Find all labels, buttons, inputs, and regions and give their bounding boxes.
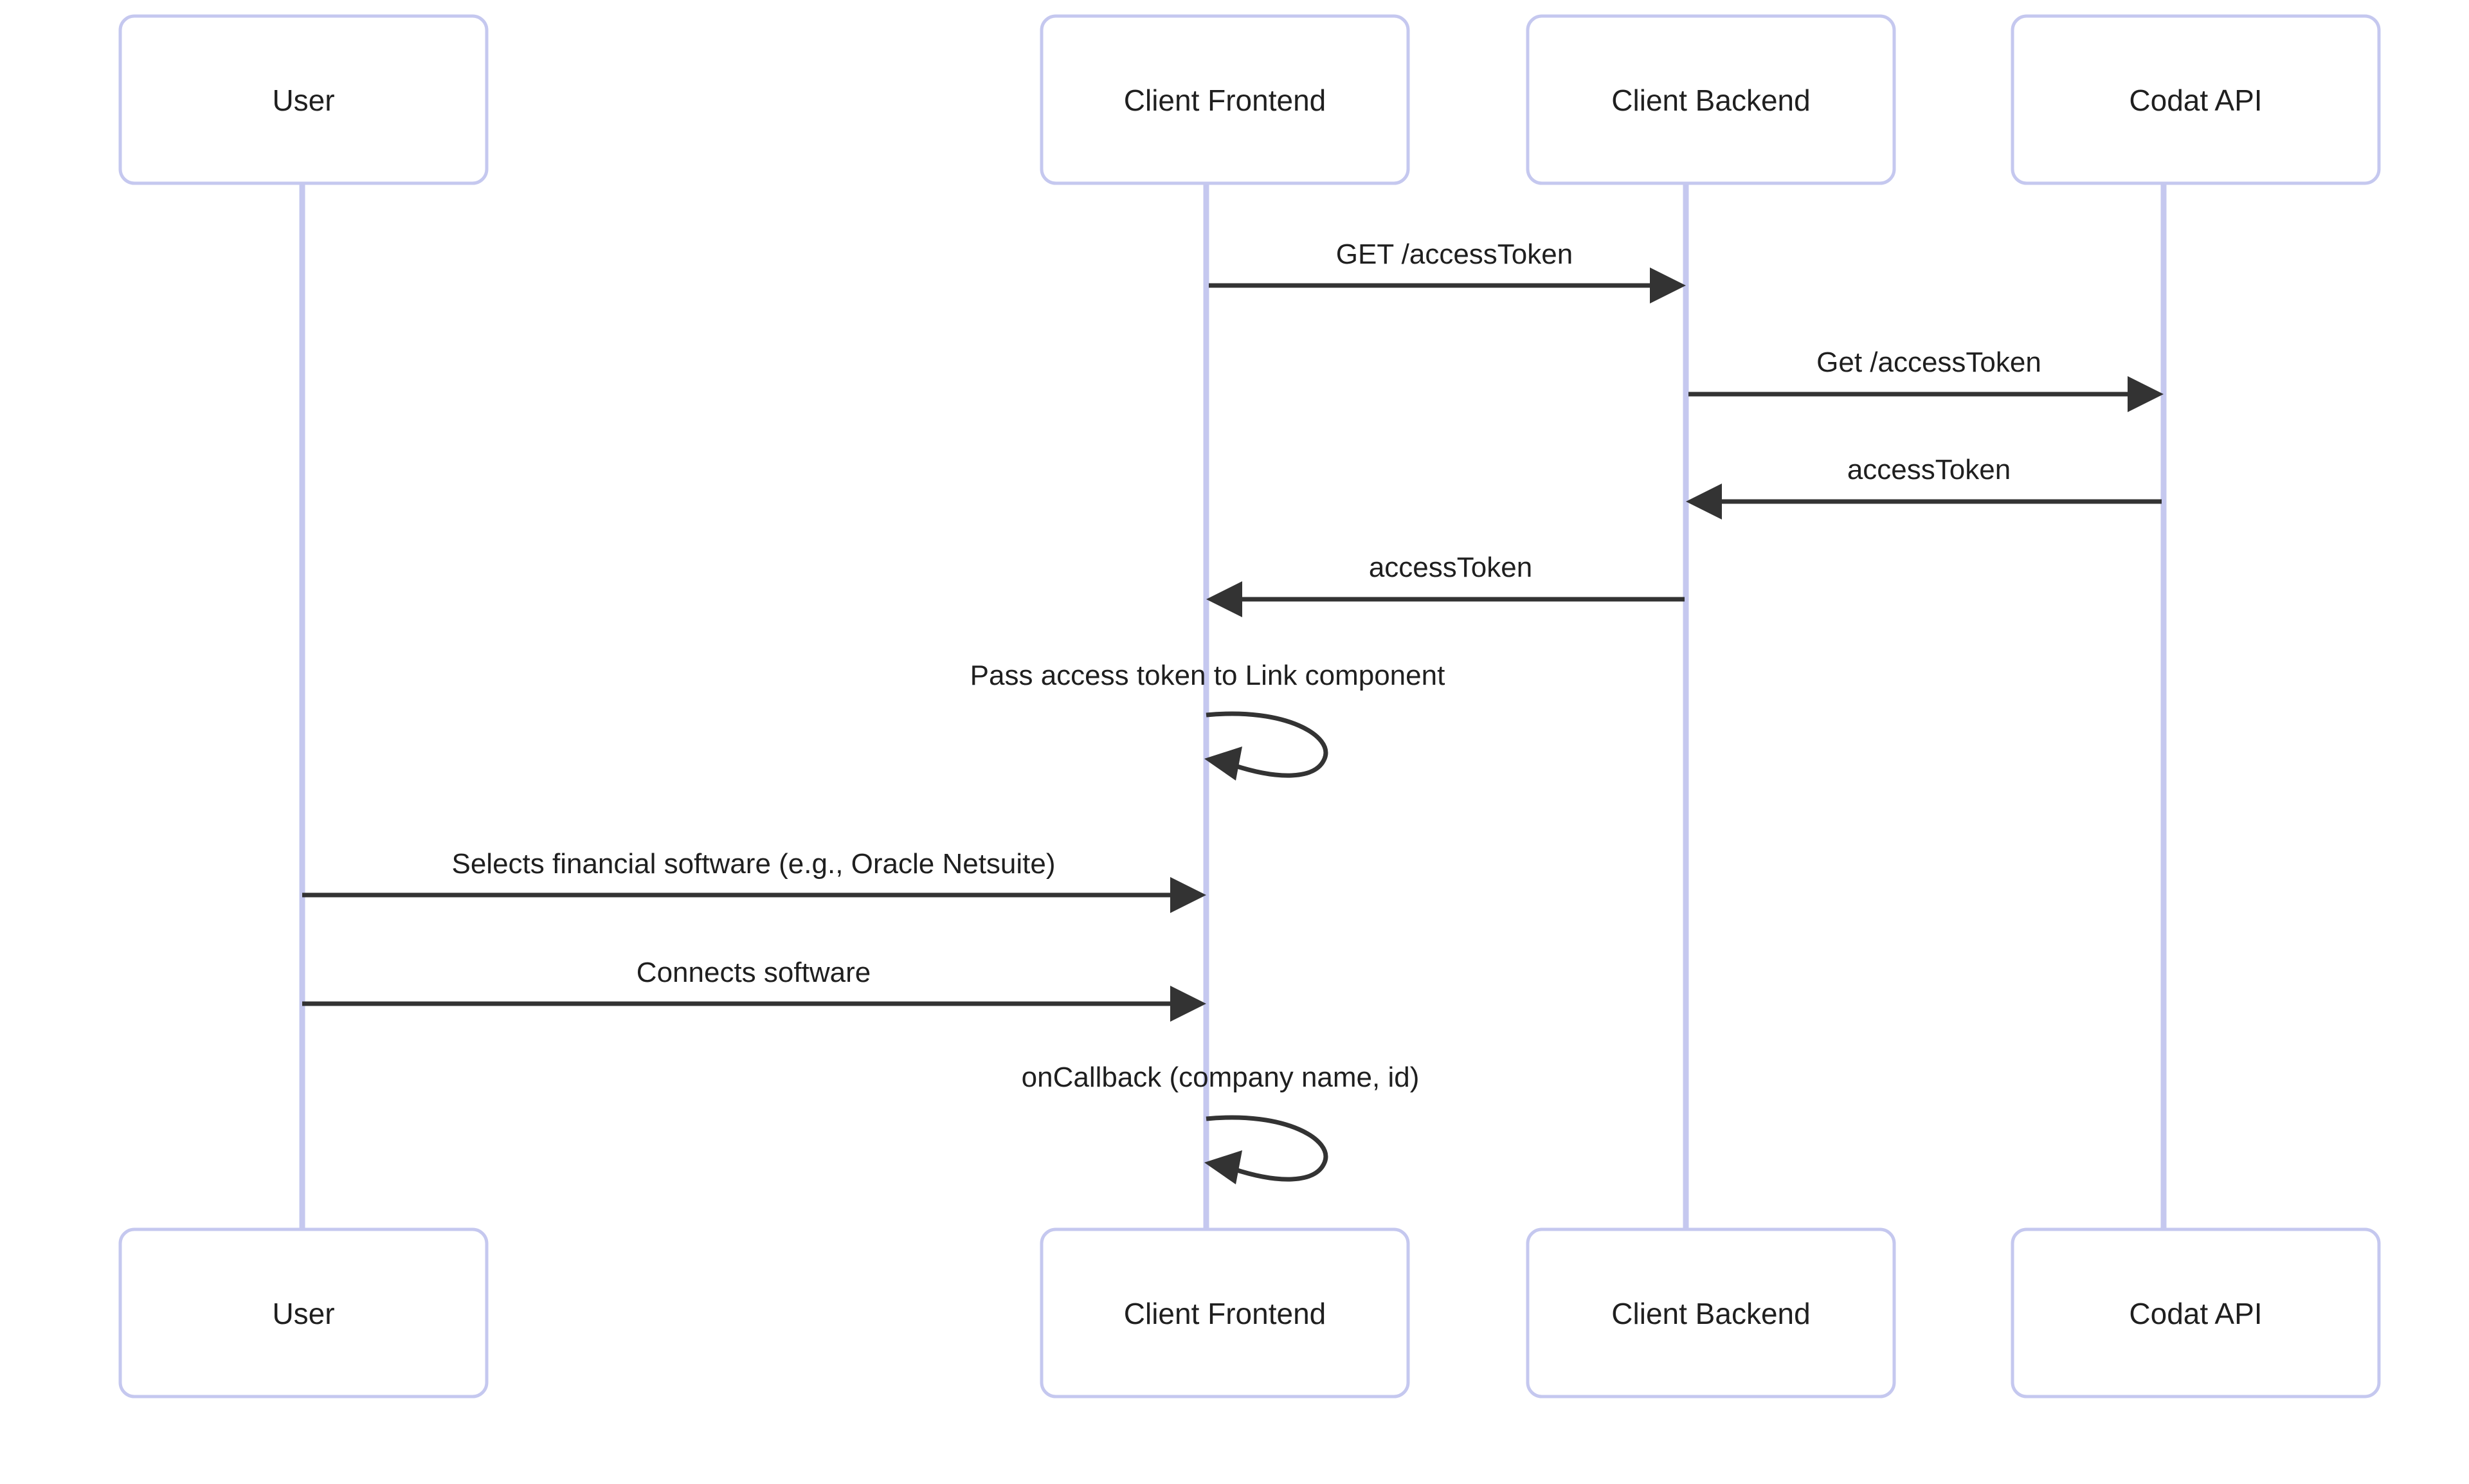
actor-label-codat-api-top: Codat API (2129, 84, 2262, 117)
message-label-5: Pass access token to Link component (970, 660, 1445, 691)
message-label-3: accessToken (1847, 454, 2011, 485)
arrowhead-selfloop-icon-8 (1204, 1150, 1242, 1184)
arrowhead-left-icon-4 (1206, 581, 1242, 617)
actor-box-rect-user-top[interactable] (118, 14, 489, 185)
bottom-actor-boxes: User Client Frontend Client Backend Coda… (118, 1227, 2381, 1398)
message-selfloop-path-5 (1206, 711, 1328, 778)
message-4-access-token[interactable]: accessToken (1206, 552, 1685, 617)
actor-box-rect-client-backend-bottom[interactable] (1526, 1227, 1896, 1398)
arrowhead-right-icon-7 (1170, 986, 1206, 1022)
actor-box-client-backend-bottom[interactable]: Client Backend (1526, 1227, 1896, 1398)
message-5-pass-access-token[interactable]: Pass access token to Link component (970, 660, 1445, 781)
arrowhead-right-icon-6 (1170, 877, 1206, 913)
actor-box-rect-codat-api-top[interactable] (2011, 14, 2381, 185)
actor-label-client-backend-top: Client Backend (1611, 84, 1810, 117)
message-3-access-token[interactable]: accessToken (1686, 454, 2162, 520)
message-label-7: Connects software (637, 957, 871, 988)
arrowhead-selfloop-icon-5 (1204, 747, 1242, 781)
actor-label-client-frontend-top: Client Frontend (1124, 84, 1326, 117)
actor-label-client-backend-bottom: Client Backend (1611, 1297, 1810, 1330)
actor-box-codat-api-bottom[interactable]: Codat API (2011, 1227, 2381, 1398)
lifelines-group (299, 183, 2167, 1229)
actor-label-codat-api-bottom: Codat API (2129, 1297, 2262, 1330)
actor-box-client-frontend-top[interactable]: Client Frontend (1040, 14, 1410, 185)
arrowhead-right-icon-2 (2128, 376, 2164, 412)
actor-label-user-top: User (272, 84, 334, 117)
actor-box-rect-client-backend-top[interactable] (1526, 14, 1896, 185)
message-label-4: accessToken (1369, 552, 1532, 583)
message-label-8: onCallback (company name, id) (1022, 1062, 1420, 1093)
message-label-1: GET /accessToken (1336, 239, 1573, 270)
arrowhead-right-icon-1 (1650, 267, 1686, 303)
message-selfloop-path-8 (1206, 1115, 1328, 1182)
actor-box-rect-client-frontend-bottom[interactable] (1040, 1227, 1410, 1398)
actor-box-rect-codat-api-bottom[interactable] (2011, 1227, 2381, 1398)
actor-label-client-frontend-bottom: Client Frontend (1124, 1297, 1326, 1330)
message-6-selects-financial-software[interactable]: Selects financial software (e.g., Oracle… (302, 848, 1206, 913)
top-actor-boxes: User Client Frontend Client Backend Coda… (118, 14, 2381, 185)
actor-box-user-top[interactable]: User (118, 14, 489, 185)
actor-box-codat-api-top[interactable]: Codat API (2011, 14, 2381, 185)
actor-box-user-bottom[interactable]: User (118, 1227, 489, 1398)
actor-box-rect-client-frontend-top[interactable] (1040, 14, 1410, 185)
actor-box-rect-user-bottom[interactable] (118, 1227, 489, 1398)
message-1-get-access-token[interactable]: GET /accessToken (1209, 239, 1686, 303)
actor-box-client-backend-top[interactable]: Client Backend (1526, 14, 1896, 185)
arrowhead-left-icon-3 (1686, 484, 1722, 520)
actor-label-user-bottom: User (272, 1297, 334, 1330)
message-label-2: Get /accessToken (1816, 347, 2041, 378)
message-8-on-callback[interactable]: onCallback (company name, id) (1022, 1062, 1420, 1184)
message-2-get-access-token[interactable]: Get /accessToken (1688, 347, 2164, 412)
actor-box-client-frontend-bottom[interactable]: Client Frontend (1040, 1227, 1410, 1398)
message-7-connects-software[interactable]: Connects software (302, 957, 1206, 1022)
message-label-6: Selects financial software (e.g., Oracle… (451, 848, 1055, 880)
